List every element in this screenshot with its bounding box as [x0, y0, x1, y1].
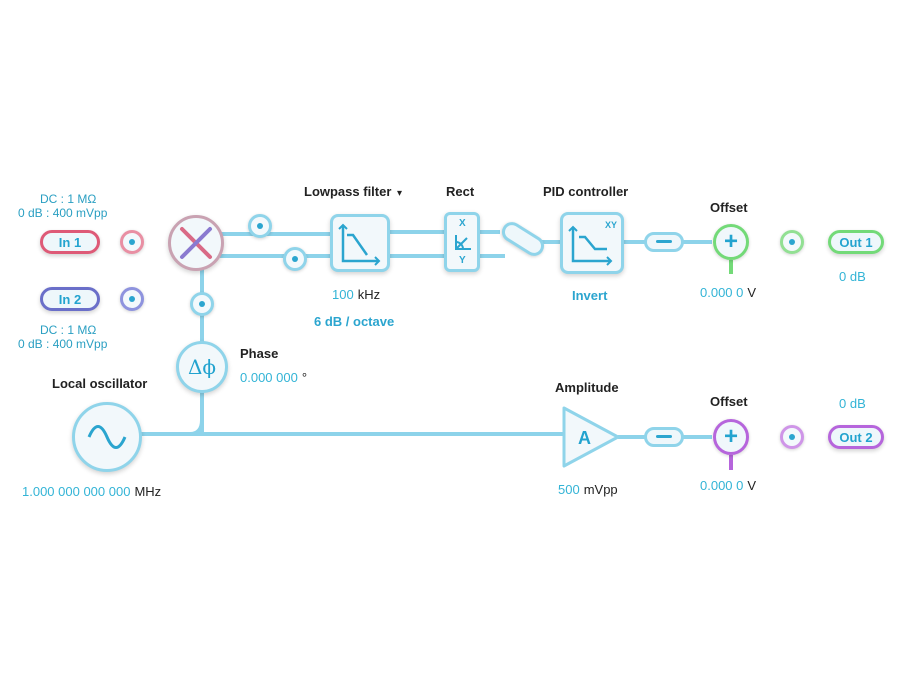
- out2-label: Out 2: [839, 429, 873, 445]
- offset1-title: Offset: [710, 200, 748, 215]
- offset2-adder[interactable]: +: [713, 419, 749, 455]
- mixer[interactable]: [168, 215, 224, 271]
- out1-button[interactable]: Out 1: [828, 230, 884, 254]
- sine-wave-icon: [87, 425, 127, 449]
- offset1-adder[interactable]: +: [713, 224, 749, 260]
- in2-label: In 2: [58, 291, 82, 307]
- mixer-output-y-connector[interactable]: [283, 247, 307, 271]
- pid-response-icon: [568, 225, 613, 266]
- rect-y-label: Y: [459, 255, 466, 266]
- out2-gain[interactable]: 0 dB: [839, 396, 866, 411]
- lowpass-response-icon: [338, 223, 381, 266]
- lowpass-filter-block[interactable]: [330, 214, 390, 272]
- out2-button[interactable]: Out 2: [828, 425, 884, 449]
- rect-title: Rect: [446, 184, 475, 199]
- in1-connector[interactable]: [120, 230, 144, 254]
- pid-title: PID controller: [543, 184, 629, 199]
- out2-connector[interactable]: [780, 425, 804, 449]
- in1-range: 0 dB : 400 mVpp: [18, 206, 108, 220]
- amplitude-block[interactable]: A: [560, 404, 622, 470]
- in2-button[interactable]: In 2: [40, 287, 100, 311]
- lowpass-dropdown-icon[interactable]: ▾: [397, 188, 403, 199]
- in2-connector[interactable]: [120, 287, 144, 311]
- phase-connector[interactable]: [190, 292, 214, 316]
- phase-title: Phase: [240, 346, 279, 361]
- pid-xy-label: XY: [605, 220, 618, 230]
- plus-icon: +: [723, 423, 738, 450]
- mixer-output-x-connector[interactable]: [248, 214, 272, 238]
- mixer-cross-icon: [180, 227, 212, 259]
- pid-invert[interactable]: Invert: [572, 288, 608, 303]
- offset2-invert-button[interactable]: [644, 427, 684, 447]
- rect-polar-icon: [455, 235, 471, 250]
- phase-value[interactable]: 0.000 000°: [240, 370, 308, 385]
- pid-controller-block[interactable]: XY: [560, 212, 624, 274]
- in1-coupling: DC : 1 MΩ: [40, 192, 97, 206]
- lowpass-order[interactable]: 6 dB / octave: [314, 314, 395, 329]
- out1-gain[interactable]: 0 dB: [839, 269, 866, 284]
- in2-coupling: DC : 1 MΩ: [40, 323, 97, 337]
- plus-icon: +: [723, 228, 738, 255]
- rect-x-label: X: [459, 218, 466, 229]
- phase-symbol: Δϕ: [187, 355, 217, 379]
- out1-connector[interactable]: [780, 230, 804, 254]
- lowpass-title[interactable]: Lowpass filter ▾: [304, 184, 403, 199]
- in2-range: 0 dB : 400 mVpp: [18, 337, 108, 351]
- offset1-invert-button[interactable]: [644, 232, 684, 252]
- out1-label: Out 1: [839, 234, 873, 250]
- rect-block[interactable]: X Y: [444, 212, 480, 272]
- offset2-title: Offset: [710, 394, 748, 409]
- amplitude-title: Amplitude: [555, 380, 619, 395]
- oscillator-title: Local oscillator: [52, 376, 148, 391]
- in1-button[interactable]: In 1: [40, 230, 100, 254]
- oscillator-block[interactable]: [72, 402, 142, 472]
- in1-label: In 1: [58, 234, 82, 250]
- amplitude-symbol: A: [578, 428, 591, 448]
- phase-block[interactable]: Δϕ: [176, 341, 228, 393]
